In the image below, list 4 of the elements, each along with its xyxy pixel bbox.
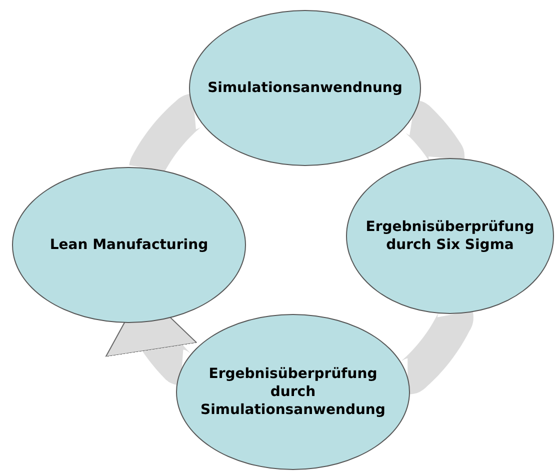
node-label: Ergebnisüberprüfung durch Six Sigma xyxy=(364,218,536,254)
node-label: Ergebnisüberprüfung durch Simulationsanwendung xyxy=(200,364,386,420)
node-label: Simulationsanwendnung xyxy=(206,78,404,98)
node-label: Lean Manufacturing xyxy=(48,236,210,254)
